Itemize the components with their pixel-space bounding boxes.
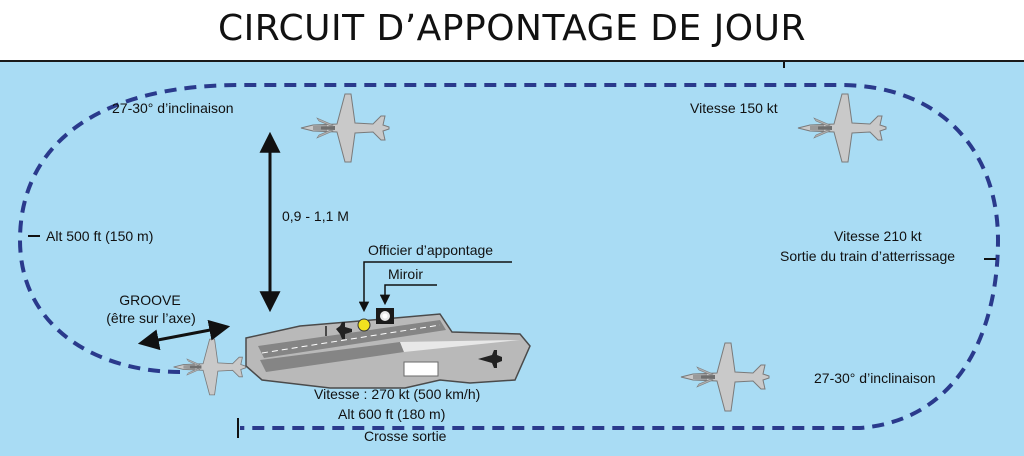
altitude-500-label: Alt 500 ft (150 m) [46,228,154,244]
bank-angle-label-bottom: 27-30° d’inclinaison [814,370,936,386]
hook-down-label: Crosse sortie [364,428,447,444]
bank-angle-label: 27-30° d’inclinaison [112,100,234,116]
mirror-label: Miroir [388,266,423,282]
speed-270-label: Vitesse : 270 kt (500 km/h) [314,386,481,402]
altitude-600-label: Alt 600 ft (180 m) [338,406,446,422]
groove-sub-label: (être sur l’axe) [106,310,196,326]
lso-marker-icon [357,318,371,332]
mirror-leader-line [379,284,437,306]
mirror-icon [376,308,394,324]
circuit-path [17,83,1001,430]
speed-210-label: Vitesse 210 kt [834,228,922,244]
distance-label: 0,9 - 1,1 M [282,208,349,224]
title-bar: CIRCUIT D’APPONTAGE DE JOUR [0,0,1024,62]
lso-leader-line [358,261,512,313]
speed-150-label: Vitesse 150 kt [690,100,778,116]
sea-area [0,62,1024,456]
groove-label: GROOVE [119,292,181,308]
carrier-icon [245,313,531,389]
double-arrow-icon [137,319,231,351]
lso-label: Officier d’appontage [368,242,494,258]
page-title: CIRCUIT D’APPONTAGE DE JOUR [218,8,806,49]
gear-down-label: Sortie du train d’atterrissage [780,248,956,264]
